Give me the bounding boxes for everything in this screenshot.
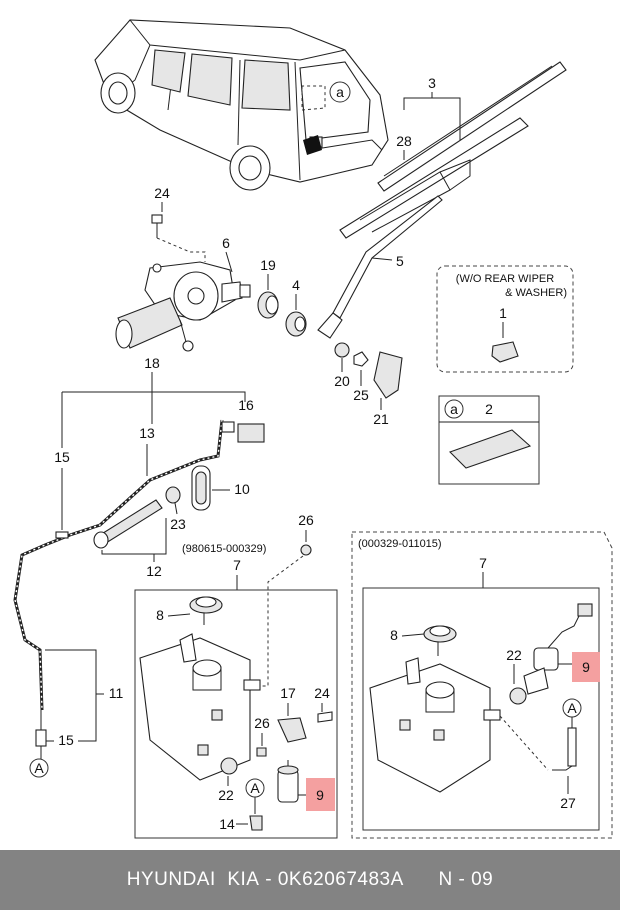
grommet-23	[165, 486, 181, 504]
joint-15-upper	[55, 531, 69, 539]
highlight-9-left	[306, 778, 335, 811]
callout-22-left: 22	[218, 787, 234, 803]
nut-4	[285, 311, 307, 337]
bolt-24-lower	[317, 711, 333, 723]
callout-18: 18	[144, 355, 160, 371]
callout-2: 2	[485, 401, 493, 417]
without-rear-wiper-note-line2: & WASHER)	[505, 287, 567, 299]
callout-4: 4	[292, 277, 300, 293]
callout-7-right: 7	[479, 555, 487, 571]
callout-19: 19	[260, 257, 276, 273]
decal-box	[438, 395, 540, 485]
reference-A-marker-hose	[29, 758, 49, 778]
cap-20	[334, 342, 350, 358]
callout-25: 25	[353, 387, 369, 403]
callout-28: 28	[396, 133, 412, 149]
clip-26-top	[300, 544, 312, 556]
reservoir-tank-new	[369, 657, 501, 793]
callout-9-right: 9	[582, 659, 590, 675]
bushing-19	[257, 291, 279, 319]
footer-gap	[404, 869, 439, 891]
reference-a-label-box: a	[450, 401, 458, 417]
grommet-10	[191, 465, 211, 511]
vehicle-illustration	[94, 19, 389, 191]
callout-1: 1	[499, 305, 507, 321]
callout-6: 6	[222, 235, 230, 251]
callout-20: 20	[334, 373, 350, 389]
callout-26-top: 26	[298, 512, 314, 528]
callout-3: 3	[428, 75, 436, 91]
callout-24-top: 24	[154, 185, 170, 201]
reference-a-label: a	[336, 84, 344, 100]
reference-A-label-left: A	[250, 780, 260, 796]
callout-10: 10	[234, 481, 250, 497]
reference-a-marker	[329, 81, 351, 103]
reservoir-new-range-box	[351, 531, 613, 839]
without-rear-wiper-box	[436, 265, 574, 373]
wiper-blade-assembly	[339, 61, 567, 239]
reference-A-label-hose: A	[34, 760, 44, 776]
callout-22-right: 22	[506, 647, 522, 663]
nozzle-15-lower	[35, 710, 47, 747]
callout-24-lower: 24	[314, 685, 330, 701]
cover-21	[373, 351, 403, 399]
callout-27: 27	[560, 795, 576, 811]
cap-8-right	[423, 625, 457, 656]
callout-11: 11	[109, 685, 124, 701]
pump-9-right	[523, 603, 593, 695]
reference-a-marker-box	[444, 399, 464, 419]
range-note-new: (000329-011015)	[358, 538, 442, 550]
reservoir-old-box	[134, 589, 338, 839]
grommet-22-right	[509, 687, 527, 705]
highlight-9-right	[572, 652, 600, 682]
callout-9-left: 9	[316, 787, 324, 803]
callout-8-left: 8	[156, 607, 164, 623]
decal-2	[448, 429, 532, 469]
footer-part-number: 0K62067483A	[277, 869, 404, 890]
reference-A-label-right: A	[567, 700, 577, 716]
connector-14	[249, 815, 263, 831]
footer-brand: HYUNDAI KIA	[126, 869, 260, 890]
wiper-arm	[317, 195, 443, 339]
callout-26-lower: 26	[254, 715, 270, 731]
callout-7-left: 7	[233, 557, 241, 573]
footer-separator: -	[259, 869, 278, 890]
callout-23: 23	[170, 516, 186, 532]
clip-26-lower	[256, 747, 267, 757]
callout-8-right: 8	[390, 627, 398, 643]
hose-joint-12	[93, 499, 163, 549]
washer-hose	[13, 419, 224, 711]
without-rear-wiper-note-line1: (W/O REAR WIPER	[456, 273, 554, 285]
reservoir-new-box	[362, 587, 600, 831]
nut-25	[353, 351, 369, 367]
callout-17: 17	[280, 685, 296, 701]
parts-diagram: a 3 28 5 24 6 19	[13, 19, 613, 839]
callout-16: 16	[238, 397, 254, 413]
callout-21: 21	[373, 411, 389, 427]
callout-14: 14	[219, 816, 235, 832]
grommet-22-left	[220, 757, 238, 775]
reservoir-tank-old	[139, 633, 261, 781]
bracket-17	[277, 717, 307, 743]
cap-8-left	[189, 596, 223, 625]
footer-bar: HYUNDAI KIA - 0K62067483A N - 09	[0, 850, 620, 910]
callout-5: 5	[396, 253, 404, 269]
footer-page: N - 09	[438, 869, 494, 890]
bolt-24-top	[151, 214, 163, 238]
pump-9-left	[277, 760, 299, 803]
callout-12: 12	[146, 563, 162, 579]
hose-27	[552, 727, 577, 771]
plug-1	[491, 341, 519, 363]
callout-15-upper: 15	[54, 449, 70, 465]
callout-15-lower: 15	[58, 732, 74, 748]
callout-13: 13	[139, 425, 155, 441]
connector-16	[221, 421, 265, 443]
wiper-motor-assembly	[115, 261, 251, 352]
range-note-old: (980615-000329)	[182, 543, 266, 555]
